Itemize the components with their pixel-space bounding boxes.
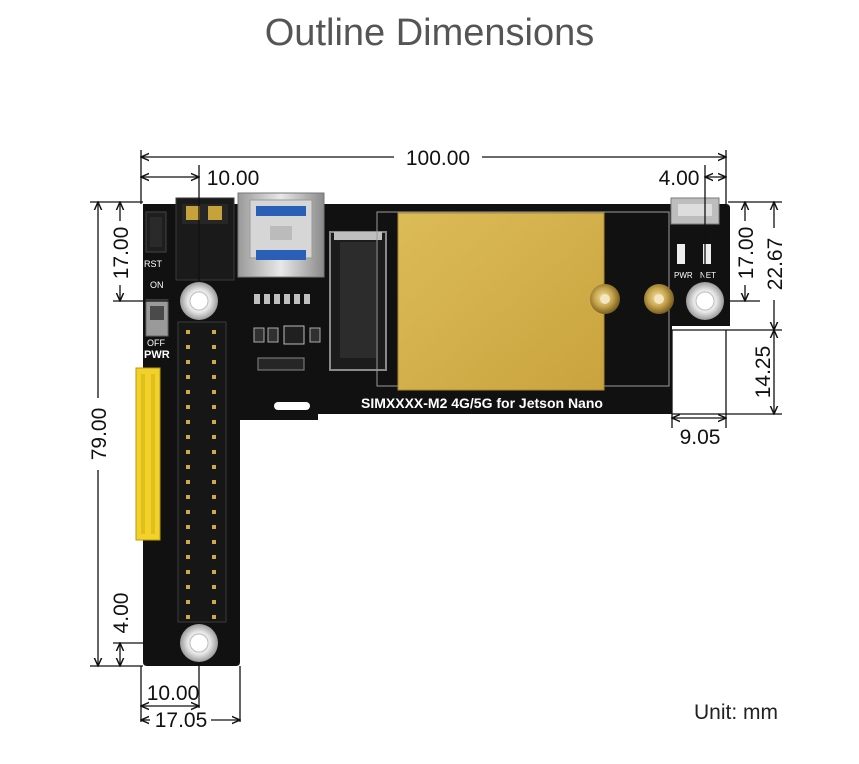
dim-hole-offset-right: 4.00 — [659, 167, 700, 190]
gpio-header — [177, 321, 227, 623]
rst-silk: RST — [144, 259, 163, 269]
dim-overall-width: 100.00 — [406, 147, 470, 170]
dim-bottom-hole-offset: 10.00 — [147, 682, 200, 705]
power-switch — [145, 299, 169, 337]
pwr-led — [677, 244, 685, 264]
page-title: Outline Dimensions — [264, 12, 595, 54]
pwr-led-silk: PWR — [674, 271, 693, 280]
dim-right-hole-height: 17.00 — [735, 227, 758, 280]
dim-top-left-height: 17.00 — [110, 227, 133, 280]
mounting-hole-top-left — [180, 282, 218, 320]
audio-jack — [175, 197, 235, 281]
dim-bottom-hole-height: 4.00 — [110, 593, 133, 634]
mounting-hole-right — [686, 282, 724, 320]
board-slot — [274, 402, 310, 410]
mounting-hole-bottom — [180, 624, 218, 662]
net-led — [703, 244, 711, 264]
audio-header — [135, 367, 161, 541]
m2-connector — [329, 231, 387, 371]
micro-usb-port — [670, 197, 720, 225]
cellular-module — [376, 211, 670, 391]
switch-off-silk: OFF — [147, 338, 165, 348]
net-led-silk: NET — [700, 271, 716, 280]
dim-right-notch-height: 14.25 — [752, 346, 775, 399]
dim-right-board-height: 22.67 — [764, 238, 787, 291]
dim-left-height: 79.00 — [88, 408, 111, 461]
switch-on-silk: ON — [150, 280, 164, 290]
usb-port — [237, 192, 325, 278]
unit-note: Unit: mm — [694, 701, 778, 724]
dimension-lines — [90, 150, 782, 722]
dim-hole-offset-left: 10.00 — [207, 167, 260, 190]
pwr-switch-silk: PWR — [144, 349, 170, 361]
smd-components — [253, 294, 321, 371]
reset-button — [145, 211, 167, 253]
product-label: SIMXXXX-M2 4G/5G for Jetson Nano — [361, 395, 603, 411]
dim-left-leg-width: 17.05 — [155, 709, 208, 732]
dim-right-notch-width: 9.05 — [680, 426, 721, 449]
